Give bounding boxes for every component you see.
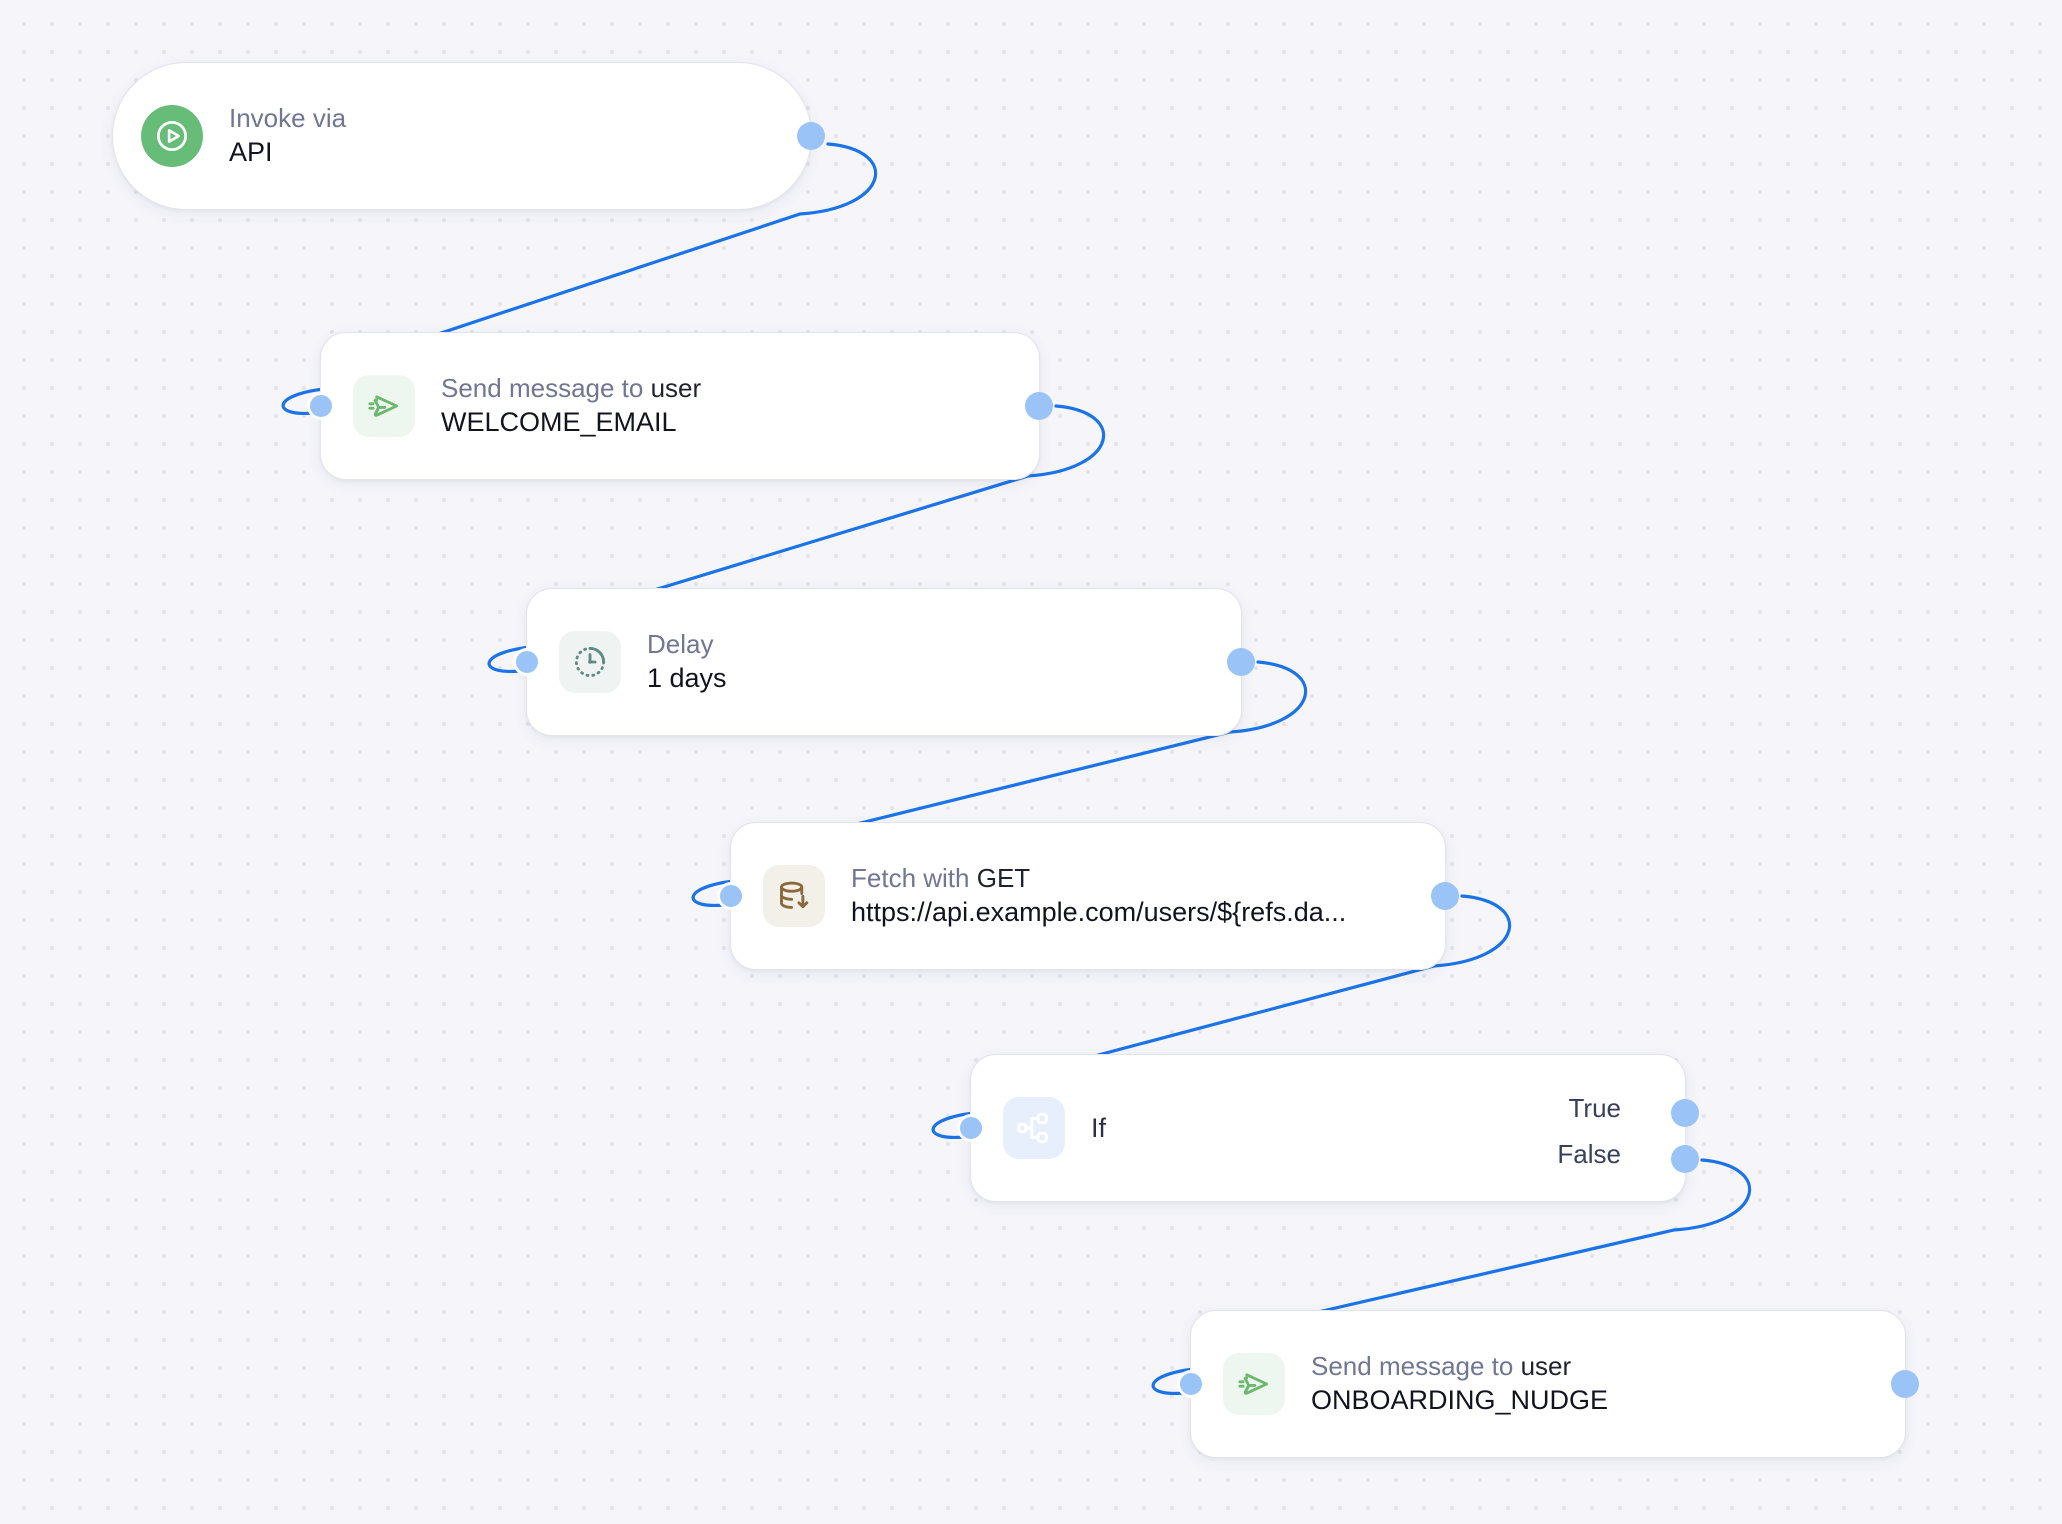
node-kicker: Send message to user: [441, 373, 702, 404]
node-kicker: Send message to user: [1311, 1351, 1572, 1382]
handle-target-delay[interactable]: [513, 648, 541, 676]
branch-label-true: True: [1568, 1093, 1622, 1123]
node-fetch-get[interactable]: Fetch with GET https://api.example.com/u…: [717, 822, 1459, 970]
handle-target-if[interactable]: [957, 1114, 985, 1142]
database-download-icon: [763, 865, 825, 927]
node-if[interactable]: If True False: [957, 1054, 1699, 1202]
node-send-onboarding-nudge[interactable]: Send message to user ONBOARDING_NUDGE: [1177, 1310, 1919, 1458]
node-kicker: Delay: [647, 629, 714, 660]
handle-target-welcome[interactable]: [307, 392, 335, 420]
node-title: If: [1091, 1112, 1107, 1143]
node-text: Fetch with GET https://api.example.com/u…: [851, 861, 1346, 931]
clock-dotted-icon: [559, 631, 621, 693]
node-text: Invoke via API: [229, 101, 346, 171]
node-value: WELCOME_EMAIL: [441, 407, 677, 438]
handle-source-nudge[interactable]: [1891, 1370, 1919, 1398]
node-send-welcome-email[interactable]: Send message to user WELCOME_EMAIL: [307, 332, 1053, 480]
node-kicker: Fetch with GET: [851, 863, 1031, 894]
branch-icon: [1003, 1097, 1065, 1159]
send-message-icon: [1223, 1353, 1285, 1415]
handle-source-delay[interactable]: [1227, 648, 1255, 676]
handle-target-fetch[interactable]: [717, 882, 745, 910]
play-circle-icon: [141, 105, 203, 167]
node-value: ONBOARDING_NUDGE: [1311, 1385, 1609, 1416]
handle-source-if-true[interactable]: [1671, 1099, 1699, 1127]
node-value: https://api.example.com/users/${refs.da.…: [851, 897, 1347, 928]
handle-source-if-false[interactable]: [1671, 1145, 1699, 1173]
node-value: API: [229, 137, 273, 168]
node-kicker: Invoke via: [229, 103, 347, 134]
handle-source-fetch[interactable]: [1431, 882, 1459, 910]
node-delay[interactable]: Delay 1 days: [513, 588, 1255, 736]
node-value: 1 days: [647, 663, 727, 694]
handle-target-nudge[interactable]: [1177, 1370, 1205, 1398]
node-text: Send message to user ONBOARDING_NUDGE: [1311, 1349, 1608, 1419]
branch-label-false: False: [1557, 1139, 1621, 1169]
node-text: Send message to user WELCOME_EMAIL: [441, 371, 701, 441]
node-text: Delay 1 days: [647, 627, 727, 697]
handle-source-trigger[interactable]: [797, 122, 825, 150]
handle-source-welcome[interactable]: [1025, 392, 1053, 420]
send-message-icon: [353, 375, 415, 437]
node-invoke-via-api[interactable]: Invoke via API: [112, 62, 825, 210]
